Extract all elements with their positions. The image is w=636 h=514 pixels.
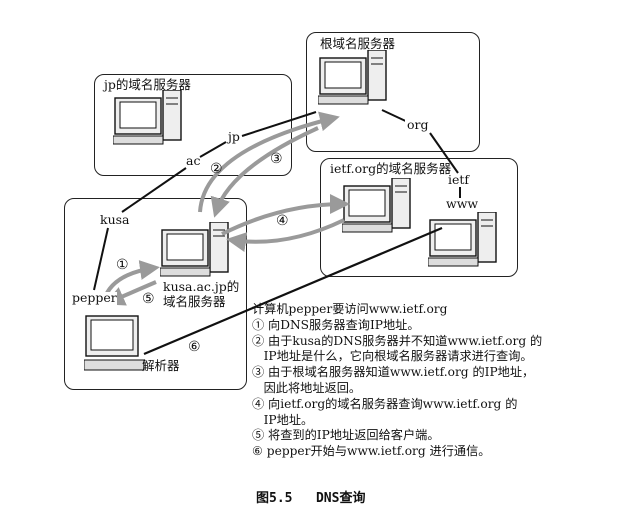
- step-mark-1: ①: [116, 257, 129, 273]
- pepper-computer-icon: [84, 315, 145, 371]
- arrow-step-3: [210, 126, 319, 218]
- edge-ac-kusa: [121, 167, 187, 213]
- notes-intro: 计算机pepper要访问www.ietf.org: [252, 302, 448, 316]
- tree-label-www: www: [446, 196, 479, 211]
- note-line: ⑥ pepper开始与www.ietf.org 进行通信。: [252, 444, 491, 459]
- root-server-label: 根域名服务器: [320, 36, 396, 51]
- figure-caption: 图5.5 DNS查询: [256, 491, 366, 506]
- tree-label-ac: ac: [186, 153, 201, 168]
- step-mark-3: ③: [270, 151, 283, 167]
- step-mark-6: ⑥: [188, 339, 201, 355]
- step-notes: 计算机pepper要访问www.ietf.org ① 向DNS服务器查询IP地址…: [252, 302, 542, 460]
- arrow-step-4-out: [221, 194, 350, 236]
- arrow-step-6: [143, 226, 443, 356]
- step-mark-5: ⑤: [142, 291, 155, 307]
- note-line: IP地址。: [252, 412, 314, 427]
- note-line: ③ 由于根域名服务器知道www.ietf.org 的IP地址，: [252, 365, 535, 380]
- ietf-server-computer-icon: [342, 178, 411, 233]
- kusa-server-label-1: kusa.ac.jp的: [163, 279, 240, 294]
- edge-org-ietf: [429, 132, 459, 174]
- note-line: IP地址是什么，它向根域名服务器请求进行查询。: [252, 349, 533, 364]
- step-mark-2: ②: [210, 161, 223, 177]
- arrow-step-4-back: [226, 218, 345, 252]
- edge-root-jp: [241, 111, 317, 137]
- tree-label-jp: jp: [228, 129, 240, 144]
- ietf-server-label: ietf.org的域名服务器: [330, 161, 452, 176]
- edge-jp-ac: [199, 141, 227, 158]
- resolver-label: 解析器: [142, 358, 180, 373]
- tree-label-org: org: [405, 117, 431, 132]
- kusa-server-computer-icon: [160, 222, 229, 277]
- arrow-step-2: [198, 111, 340, 213]
- tree-label-kusa: kusa: [100, 212, 130, 227]
- www-server-computer-icon: [428, 212, 497, 267]
- note-line: 因此将地址返回。: [252, 380, 362, 395]
- note-line: ⑤ 将查到的IP地址返回给客户端。: [252, 428, 440, 443]
- tree-label-pepper: pepper: [72, 290, 117, 305]
- root-server-computer-icon: [318, 50, 387, 105]
- note-line: ② 由于kusa的DNS服务器并不知道www.ietf.org 的: [252, 333, 543, 348]
- jp-server-computer-icon: [113, 90, 182, 145]
- jp-server-label: jp的域名服务器: [104, 77, 191, 92]
- step-mark-4: ④: [276, 213, 289, 229]
- edge-kusa-pepper: [93, 227, 109, 291]
- note-line: ① 向DNS服务器查询IP地址。: [252, 317, 420, 332]
- kusa-server-label-2: 域名服务器: [163, 294, 226, 309]
- note-line: ④ 向ietf.org的域名服务器查询www.ietf.org 的: [252, 396, 518, 411]
- tree-label-ietf: ietf: [448, 172, 470, 187]
